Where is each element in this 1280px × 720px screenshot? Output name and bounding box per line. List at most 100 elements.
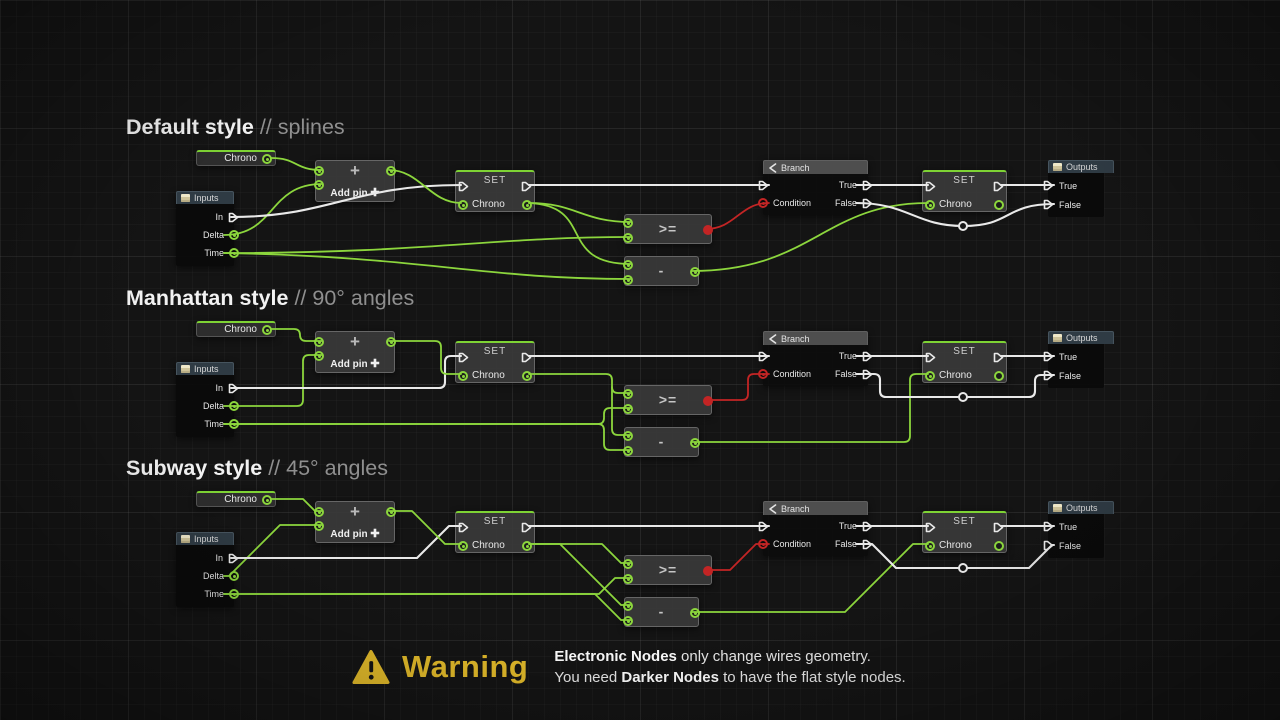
branch-icon	[769, 162, 777, 173]
chrono-output-pin[interactable]	[262, 325, 272, 335]
branch-body: True Condition False	[758, 515, 873, 556]
outputs-node[interactable]: Outputs True False	[1043, 501, 1114, 558]
addpin-output-pin[interactable]	[386, 507, 396, 517]
exec-output-pin[interactable]	[993, 181, 1004, 192]
outputs-node[interactable]: Outputs True False	[1043, 331, 1114, 388]
chrono-getter-node[interactable]: Chrono	[196, 321, 276, 337]
warning-line-1: Electronic Nodes only change wires geome…	[554, 646, 905, 667]
compare-input-pin-2[interactable]	[623, 574, 633, 584]
exec-input-pin[interactable]	[458, 522, 469, 533]
node-label: >=	[658, 391, 678, 408]
set-chrono-node-1[interactable]: SET Chrono	[455, 511, 535, 553]
branch-node[interactable]: Branch True Condition False	[758, 501, 873, 556]
branch-header: Branch	[763, 501, 868, 515]
exec-output-pin[interactable]	[228, 553, 239, 564]
set-chrono-node-2[interactable]: SET Chrono	[922, 511, 1007, 553]
section-title-subway: Subway style // 45° angles	[126, 455, 388, 481]
graph-row-default-splines: Chrono Inputs In Delta Time	[0, 0, 1280, 286]
pin-label: True	[838, 351, 857, 361]
chrono-input-pin[interactable]	[925, 541, 935, 551]
branch-row-exec-true: True	[758, 347, 873, 365]
exec-output-pin[interactable]	[993, 352, 1004, 363]
chrono-input-pin[interactable]	[458, 541, 468, 551]
true-output-pin[interactable]	[862, 351, 873, 362]
outputs-header: Outputs	[1048, 160, 1114, 173]
chrono-output-pin[interactable]	[522, 541, 532, 551]
exec-input-pin[interactable]	[758, 351, 769, 362]
section-title-default: Default style // splines	[126, 114, 345, 140]
inputs-icon	[181, 194, 190, 202]
branch-header: Branch	[763, 331, 868, 345]
addpin-input-pin-1[interactable]	[314, 507, 324, 517]
outputs-header: Outputs	[1048, 331, 1114, 344]
condition-input-pin[interactable]	[758, 539, 768, 549]
wire-chrono-to-gte	[528, 543, 632, 564]
pin-row-true: True	[1043, 347, 1104, 366]
chrono-getter-node[interactable]: Chrono	[196, 150, 276, 166]
plus-icon: +	[350, 502, 360, 521]
compare-input-pin-1[interactable]	[623, 559, 633, 569]
wire-time-to-minus	[223, 593, 632, 621]
subtract-input-pin-1[interactable]	[623, 601, 633, 611]
pin-label: True	[1059, 521, 1078, 532]
branch-title: Branch	[781, 503, 810, 514]
addpin-input-pin-2[interactable]	[314, 521, 324, 531]
exec-output-pin[interactable]	[521, 522, 532, 533]
true-output-pin[interactable]	[862, 180, 873, 191]
exec-output-pin[interactable]	[521, 352, 532, 363]
add-pin-label[interactable]: Add pin ✚	[330, 528, 380, 540]
exec-input-pin[interactable]	[758, 180, 769, 191]
true-output-pin[interactable]	[862, 521, 873, 532]
subtract-node[interactable]: -	[623, 597, 700, 627]
true-input-pin[interactable]	[1043, 180, 1054, 191]
subtract-output-pin[interactable]	[690, 608, 700, 618]
inputs-node[interactable]: Inputs In Delta Time	[176, 532, 239, 607]
chrono-output-pin[interactable]	[262, 495, 272, 505]
pin-row-true: True	[1043, 517, 1104, 536]
plus-icon: +	[350, 332, 360, 351]
chrono-output-pin[interactable]	[262, 154, 272, 164]
pin-label: Time	[204, 248, 224, 258]
outputs-icon	[1053, 334, 1062, 342]
outputs-header: Outputs	[1048, 501, 1114, 514]
graph-row-manhattan-90: Chrono Inputs In Delta Time	[0, 171, 1280, 457]
compare-output-pin[interactable]	[703, 566, 713, 576]
time-output-pin[interactable]	[229, 589, 239, 599]
false-output-pin[interactable]	[862, 539, 873, 550]
add-pin-node[interactable]: + Add pin ✚	[314, 501, 396, 543]
exec-output-pin[interactable]	[993, 522, 1004, 533]
wire-delta-to-addpin	[223, 524, 323, 577]
branch-title: Branch	[781, 162, 810, 173]
false-input-pin[interactable]	[1043, 540, 1054, 551]
inputs-header: Inputs	[176, 191, 234, 204]
wire-time-to-gte	[223, 577, 632, 595]
set-title: SET	[483, 175, 507, 186]
exec-input-pin[interactable]	[758, 521, 769, 532]
delta-output-pin[interactable]	[229, 571, 239, 581]
branch-icon	[769, 503, 777, 514]
add-pin-plus-icon: ✚	[370, 528, 380, 540]
exec-input-pin[interactable]	[925, 522, 936, 533]
greater-equal-node[interactable]: >=	[623, 555, 713, 585]
wire-chrono-to-minus	[528, 543, 632, 606]
section-title-bold: Manhattan style	[126, 286, 289, 310]
chrono-getter-node[interactable]: Chrono	[196, 491, 276, 507]
true-input-pin[interactable]	[1043, 521, 1054, 532]
exec-output-pin[interactable]	[521, 181, 532, 192]
chrono-output-pin-unconnected[interactable]	[994, 541, 1004, 551]
pin-row-delta: Delta	[176, 567, 239, 585]
true-input-pin[interactable]	[1043, 351, 1054, 362]
pin-label: Time	[204, 589, 224, 599]
outputs-icon	[1053, 504, 1062, 512]
outputs-body: True False	[1043, 514, 1104, 558]
exec-input-pin[interactable]	[925, 181, 936, 192]
section-title-manhattan: Manhattan style // 90° angles	[126, 285, 414, 311]
warning-line1-rest: only change wires geometry.	[676, 648, 871, 665]
branch-header: Branch	[763, 160, 868, 174]
warning-title: Warning	[402, 649, 529, 684]
exec-input-pin[interactable]	[925, 352, 936, 363]
reroute-node[interactable]	[958, 563, 968, 573]
warning-line2-bold: Darker Nodes	[621, 669, 719, 686]
pin-label: Chrono	[939, 540, 972, 551]
subtract-input-pin-2[interactable]	[623, 616, 633, 626]
